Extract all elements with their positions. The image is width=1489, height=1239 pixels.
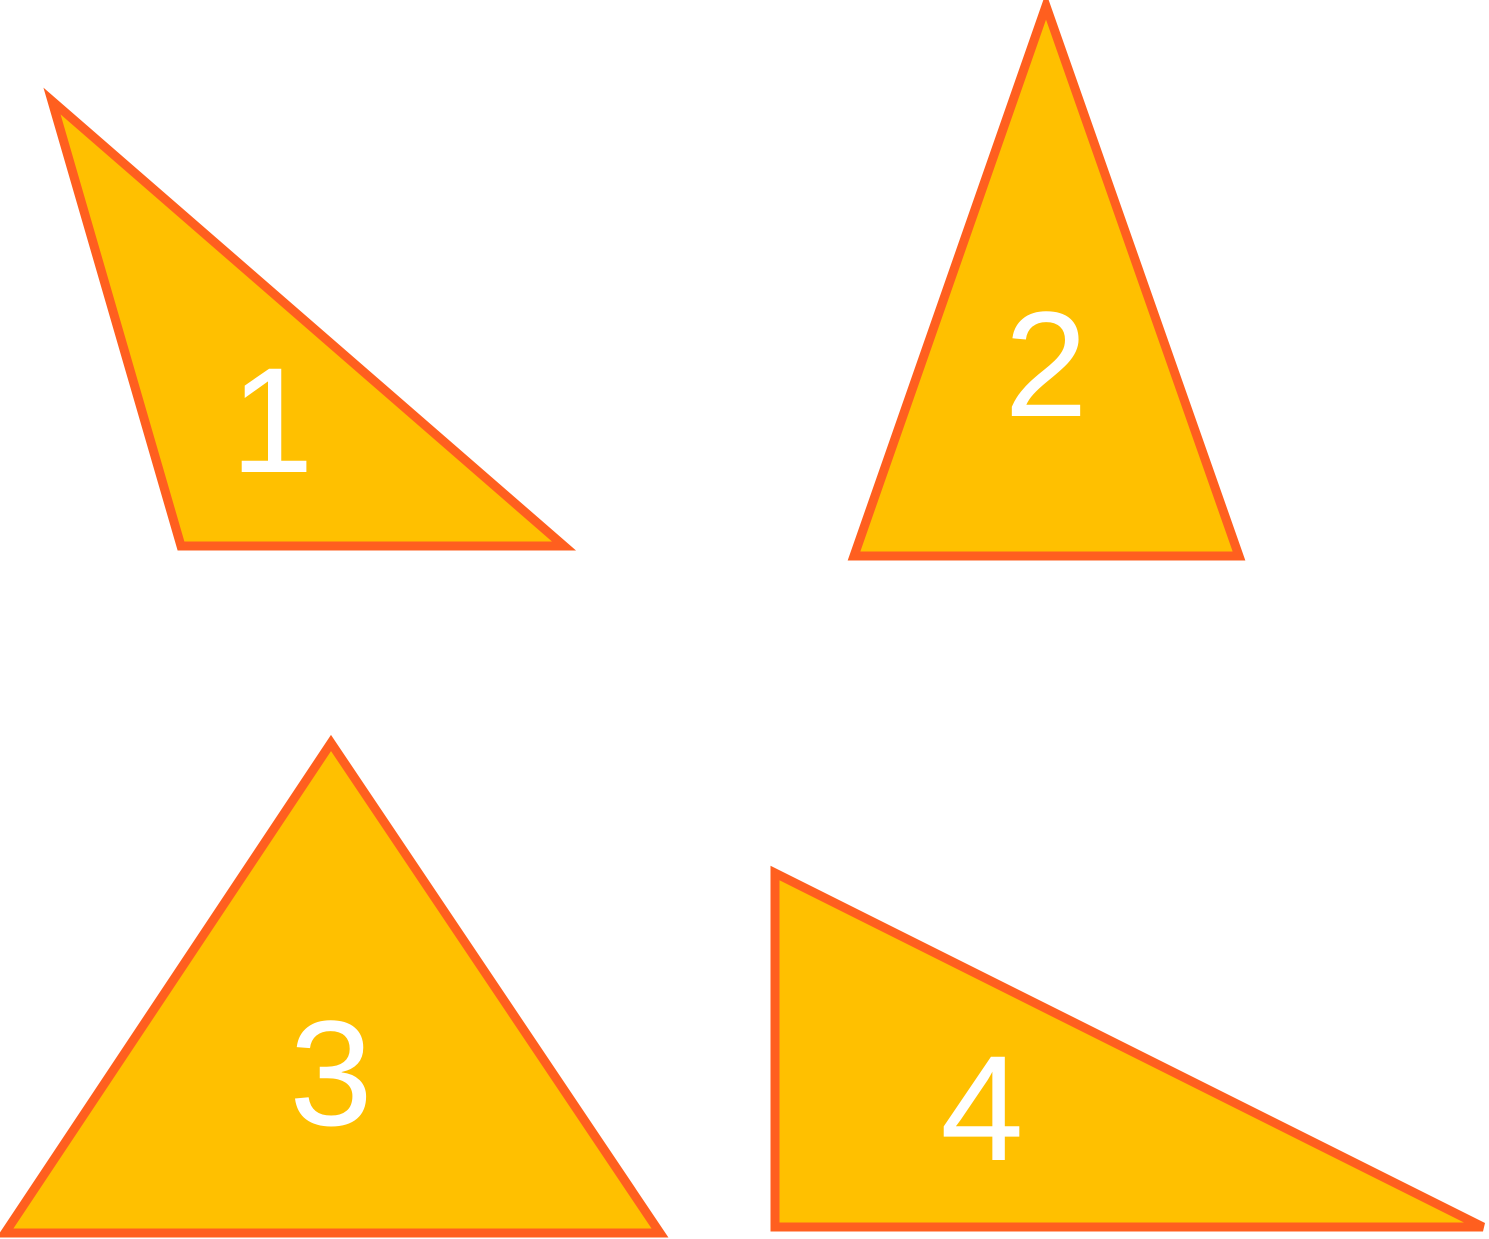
triangle-4-label: 4 bbox=[940, 1024, 1023, 1192]
triangle-4-group: 4 bbox=[770, 865, 1486, 1232]
triangle-2-group: 2 bbox=[847, 0, 1246, 561]
triangle-3-label: 3 bbox=[289, 989, 372, 1157]
triangle-2-shape bbox=[847, 0, 1246, 561]
triangle-2-label: 2 bbox=[1004, 280, 1087, 448]
triangle-4-shape bbox=[770, 865, 1486, 1232]
triangle-1-label: 1 bbox=[230, 336, 313, 504]
triangle-1-shape bbox=[43, 87, 577, 551]
triangle-3-group: 3 bbox=[0, 734, 669, 1238]
triangle-1-group: 1 bbox=[43, 87, 577, 551]
triangle-3-shape bbox=[0, 734, 669, 1238]
